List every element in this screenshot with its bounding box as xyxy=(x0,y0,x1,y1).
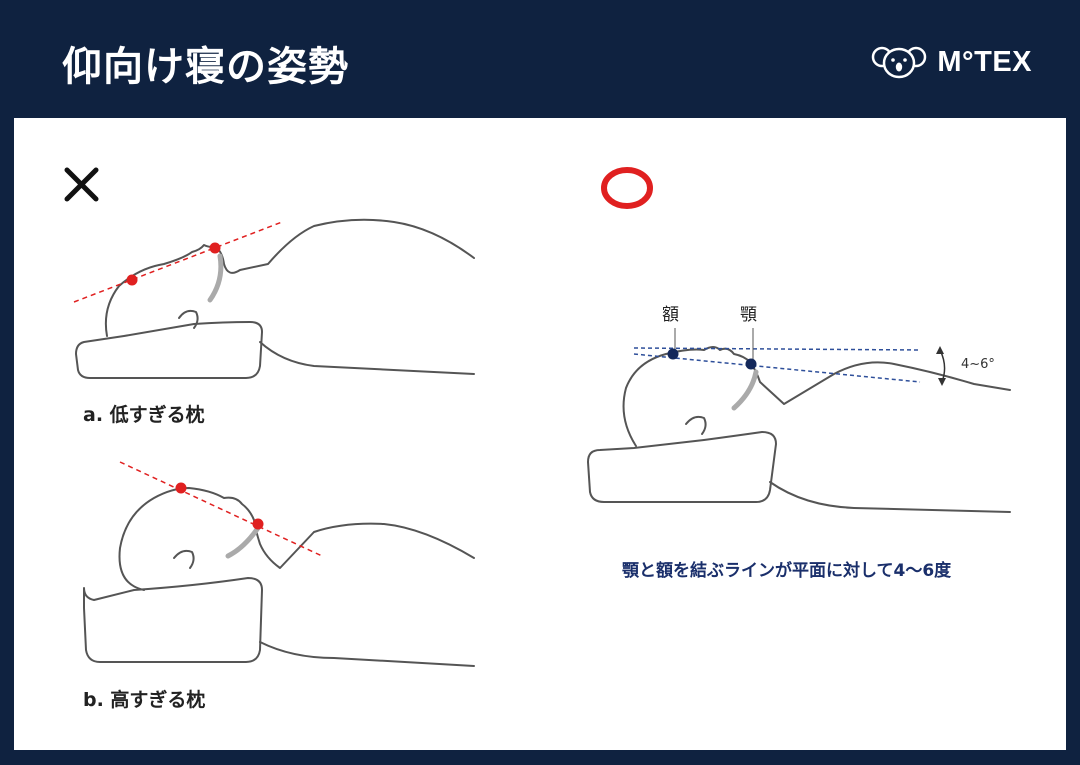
body-a xyxy=(259,341,475,375)
head-correct xyxy=(622,346,1011,447)
chin-shadow-correct xyxy=(731,369,759,411)
ear-a xyxy=(178,309,199,329)
body-correct xyxy=(769,481,1011,513)
chin-label: 顎 xyxy=(740,305,757,325)
figure-correct-pillow xyxy=(587,328,1011,513)
chin-shadow-a xyxy=(207,253,224,303)
brand-name: M°TEX xyxy=(937,45,1032,78)
angle-arrow-icon xyxy=(939,349,946,383)
figure-a-low-pillow xyxy=(73,218,475,379)
koala-icon xyxy=(872,46,927,79)
figure-b-high-pillow xyxy=(83,461,475,667)
pillow-correct xyxy=(587,431,777,503)
ear-correct xyxy=(685,415,707,435)
chin-point-correct xyxy=(745,358,757,370)
chin-shadow-b xyxy=(225,525,261,559)
brand: M°TEX xyxy=(871,44,1032,80)
pillow-b xyxy=(83,577,263,663)
ear-b xyxy=(173,549,195,569)
correct-caption: 顎と額を結ぶラインが平面に対して4〜6度 xyxy=(622,561,952,581)
pillow-a xyxy=(75,321,263,379)
chin-point-b xyxy=(252,518,264,530)
figure-b-label: b. 高すぎる枕 xyxy=(83,689,206,711)
header-bar: 仰向け寝の姿勢 M°TEX xyxy=(0,0,1080,118)
forehead-point-a xyxy=(126,274,138,286)
head-b xyxy=(118,487,475,591)
content-panel: a. 低すぎる枕 b. 高すぎる枕 xyxy=(14,118,1066,750)
forehead-point-b xyxy=(175,482,187,494)
forehead-point-correct xyxy=(667,348,679,360)
angle-label: 4~6° xyxy=(961,357,995,372)
body-b xyxy=(259,641,475,667)
page-title: 仰向け寝の姿勢 xyxy=(62,44,349,90)
figure-a-label: a. 低すぎる枕 xyxy=(83,404,205,426)
forehead-label: 額 xyxy=(662,305,679,325)
chin-point-a xyxy=(209,242,221,254)
